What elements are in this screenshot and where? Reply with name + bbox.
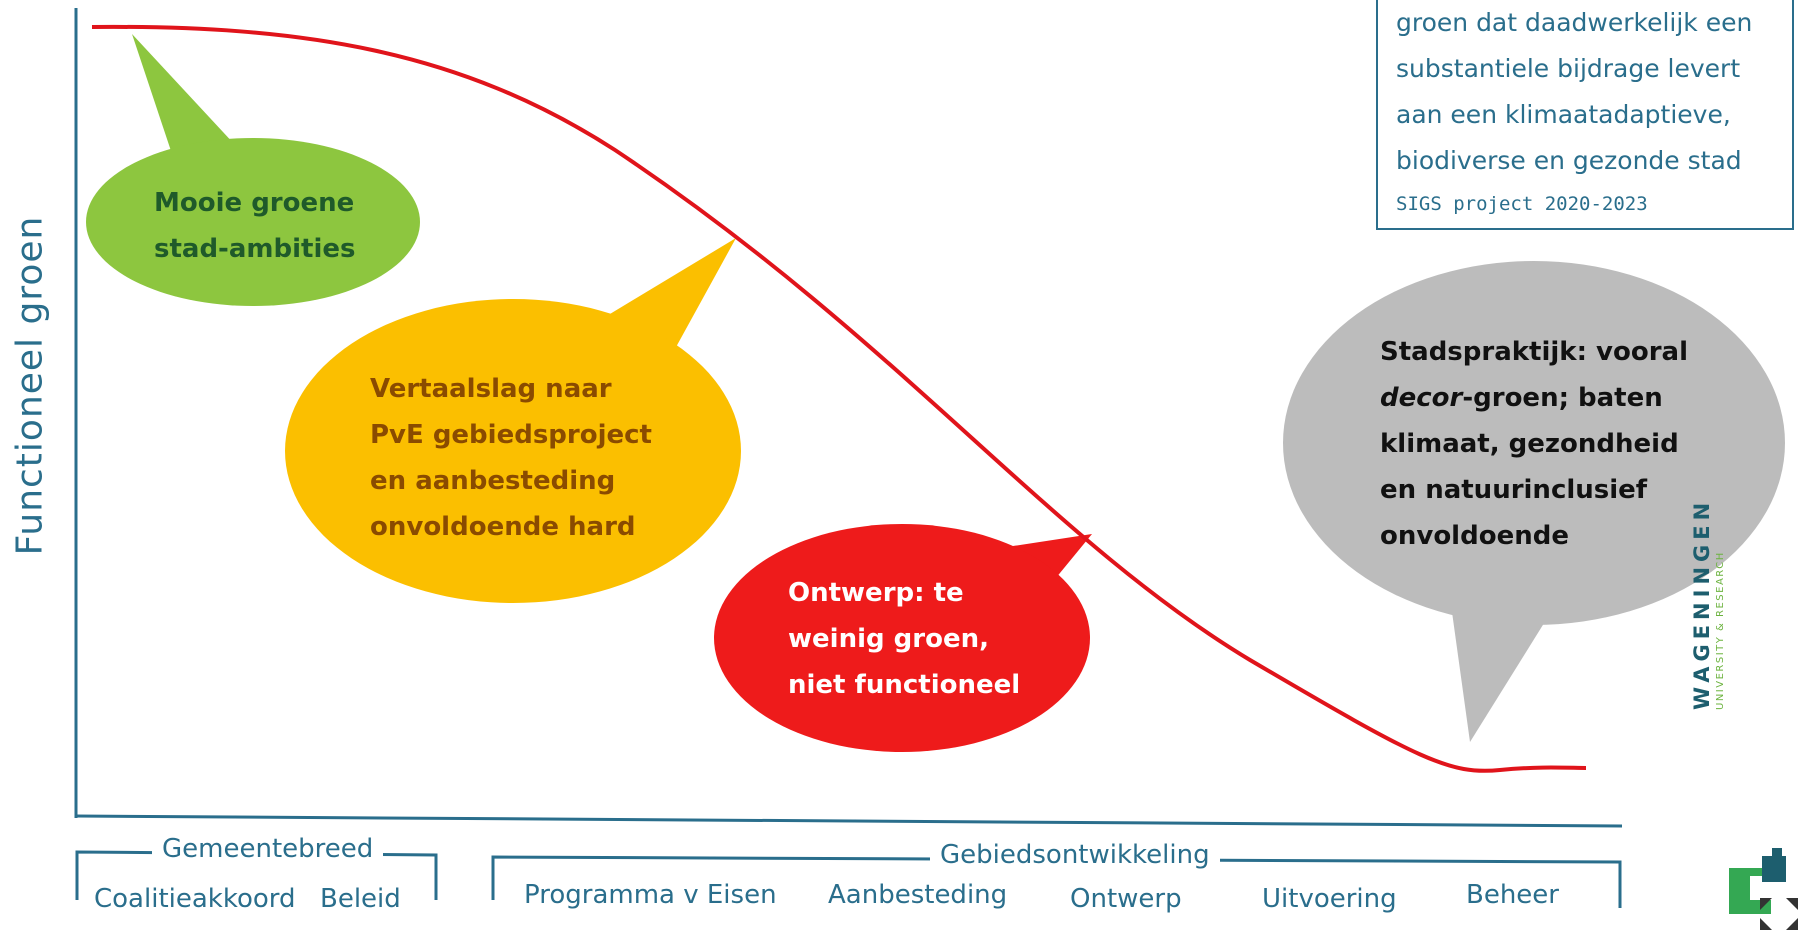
bubble-design-body: [714, 524, 1090, 752]
bubble-practice: [1283, 261, 1785, 742]
bubble-translation: [285, 238, 741, 603]
phase-uitvoering: Uitvoering: [1262, 884, 1397, 914]
x-axis: [75, 814, 1623, 828]
bubble-line: stad-ambities: [154, 234, 356, 264]
bubble-line: weinig groen,: [788, 624, 989, 654]
bubble-line: PvE gebiedsproject: [370, 420, 652, 450]
bubble-line: Ontwerp: te: [788, 578, 964, 608]
bubble-ambitions-text: Mooie groene stad-ambities: [154, 180, 355, 272]
bubble-line: en aanbesteding: [370, 466, 616, 496]
bubble-practice-body: [1283, 261, 1785, 625]
phase-beheer: Beheer: [1466, 880, 1559, 910]
y-axis-label: Functioneel groen: [9, 215, 51, 556]
bubble-line: onvoldoende: [1380, 521, 1569, 551]
group-title-gebiedsontwikkeling: Gebiedsontwikkeling: [930, 840, 1220, 870]
definition-box: groen dat daadwerkelijk een substantiele…: [1376, 0, 1794, 230]
phase-ontwerp: Ontwerp: [1070, 884, 1182, 914]
bubble-design-tail: [1000, 534, 1092, 590]
bubble-line: onvoldoende hard: [370, 512, 636, 542]
definition-line: substantiele bijdrage levert: [1396, 54, 1741, 83]
bubble-line: Vertaalslag naar: [370, 374, 612, 404]
bubble-ambitions-body: [86, 138, 420, 306]
bubble-line: Mooie groene: [154, 188, 355, 218]
bubble-practice-text: Stadspraktijk: vooral decor-groen; baten…: [1380, 329, 1688, 559]
bubble-design: [714, 524, 1092, 752]
phase-coalitieakkoord: Coalitieakkoord: [94, 884, 296, 914]
source-note: SIGS project 2020-2023: [1396, 193, 1648, 215]
wur-logo-sub: UNIVERSITY & RESEARCH: [1715, 551, 1726, 710]
bubble-line: klimaat, gezondheid: [1380, 429, 1679, 459]
group-title-gemeentebreed: Gemeentebreed: [152, 834, 384, 864]
phase-beleid: Beleid: [320, 884, 401, 914]
expand-icon[interactable]: [1760, 898, 1798, 930]
wur-logo-icon: [1729, 848, 1786, 914]
definition-line: aan een klimaatadaptieve,: [1396, 100, 1731, 129]
wur-logo-name: WAGENINGEN: [1690, 497, 1714, 710]
phase-aanbesteding: Aanbesteding: [828, 880, 1008, 910]
bubble-translation-body: [285, 299, 741, 603]
bubble-line: en natuurinclusief: [1380, 475, 1648, 505]
bubble-line: decor-groen; baten: [1380, 383, 1663, 413]
definition-line: groen dat daadwerkelijk een: [1396, 8, 1753, 37]
bubble-emphasis: decor: [1380, 383, 1463, 413]
bubble-ambitions-tail: [132, 34, 236, 160]
wur-logo: WAGENINGEN UNIVERSITY & RESEARCH: [1690, 490, 1728, 710]
bubble-translation-text: Vertaalslag naar PvE gebiedsproject en a…: [370, 366, 652, 550]
bubble-practice-tail: [1452, 612, 1546, 742]
bubble-design-text: Ontwerp: te weinig groen, niet functione…: [788, 570, 1020, 708]
bubble-ambitions: [86, 34, 420, 306]
phase-programma-van-eisen: Programma v Eisen: [524, 880, 777, 910]
functional-green-curve: [91, 24, 1587, 773]
bubble-line: niet functioneel: [788, 670, 1021, 700]
bubble-line: Stadspraktijk: vooral: [1380, 337, 1689, 367]
definition-line: biodiverse en gezonde stad: [1396, 146, 1742, 175]
